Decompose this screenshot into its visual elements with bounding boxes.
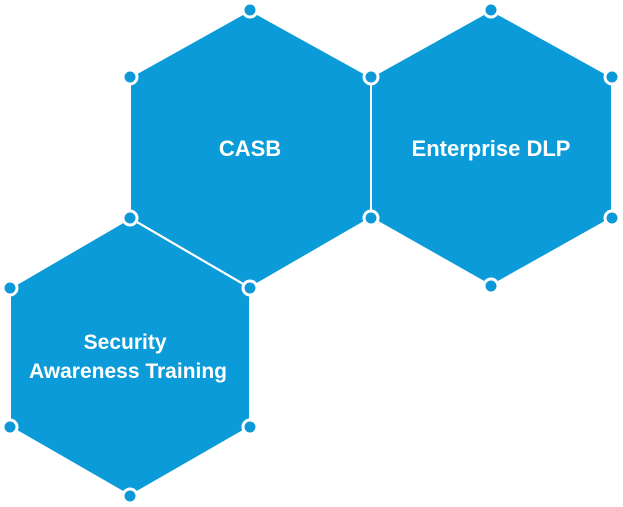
vertex-dot [482,1,500,19]
vertex-dot [603,68,621,86]
vertex-dot [1,279,19,297]
vertex-dot [603,209,621,227]
vertex-dot [362,209,380,227]
vertex-dot [121,68,139,86]
vertex-dot [1,418,19,436]
hexagon-enterprise-dlp: Enterprise DLP [370,8,613,288]
vertex-dot [241,279,259,297]
hexagon-security-awareness-training-label-line-2: Awareness Training [29,360,227,383]
hexagon-security-awareness-training-label-line-1: Security [84,331,167,354]
vertex-dot [241,418,259,436]
hexagon-casb-label: CASB [219,136,281,161]
vertex-dot [362,68,380,86]
hexagon-casb-label-line: CASB [219,136,281,161]
vertex-dot [482,277,500,295]
vertex-dot [241,1,259,19]
hexagon-enterprise-dlp-label-line: Enterprise DLP [412,136,571,161]
hexagon-enterprise-dlp-label: Enterprise DLP [412,136,571,161]
vertex-dot [121,209,139,227]
vertex-dot [121,487,139,505]
hexagon-security-awareness-training: Security Awareness Training [9,216,251,498]
connector-line-casb-training [129,217,251,289]
hexagon-security-awareness-training-label: Security Awareness Training [29,331,227,383]
